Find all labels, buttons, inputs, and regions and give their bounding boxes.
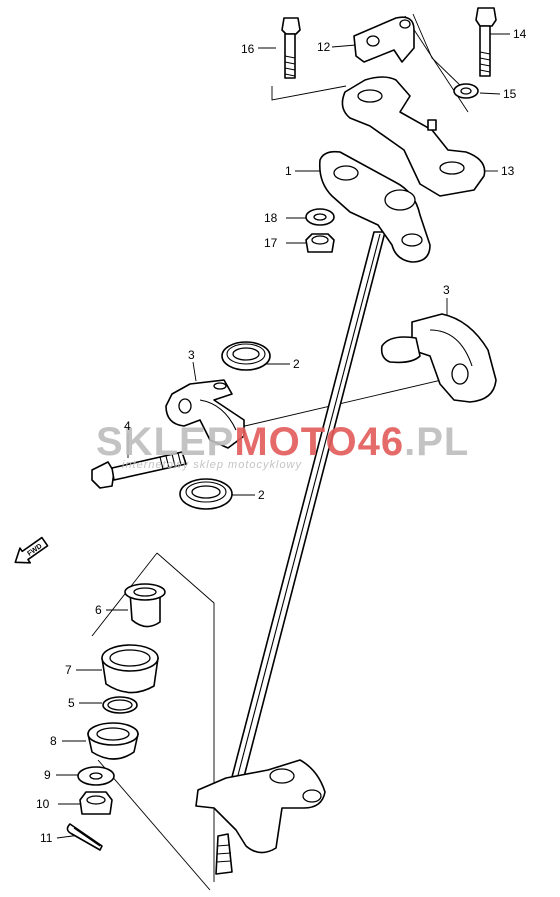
callout-labels: 16 12 14 15 1 13 18 17 3 3 2 2 4 6 7 5 8… xyxy=(36,27,527,845)
callout-2-upper: 2 xyxy=(293,357,300,371)
nut-17 xyxy=(305,233,335,253)
watermark-part-moto: MOTO xyxy=(234,420,357,464)
cushion-2-lower xyxy=(179,478,233,510)
bearing-7 xyxy=(101,644,159,694)
callout-11: 11 xyxy=(40,831,53,845)
callout-3-upper: 3 xyxy=(443,283,450,297)
cushion-2-upper xyxy=(221,341,271,371)
bolt-16 xyxy=(281,17,301,79)
watermark-part-pl: .PL xyxy=(404,420,469,464)
callout-15: 15 xyxy=(503,87,517,101)
svg-text:SKLEPMOTO46.PL: SKLEPMOTO46.PL xyxy=(96,420,469,464)
washer-18 xyxy=(305,208,335,226)
handlebar-holder-lower xyxy=(165,379,245,449)
dust-seal-6 xyxy=(124,583,166,628)
washer-5 xyxy=(102,696,138,714)
callout-5: 5 xyxy=(68,696,75,710)
callout-14: 14 xyxy=(513,27,527,41)
washer-15 xyxy=(453,83,479,99)
watermark: SKLEPMOTO46.PL internetowy sklep motocyk… xyxy=(96,420,469,471)
fwd-arrow: FWD xyxy=(14,536,49,564)
upper-bracket xyxy=(341,76,486,197)
callout-6: 6 xyxy=(95,603,102,617)
callout-7: 7 xyxy=(65,663,72,677)
callout-18: 18 xyxy=(264,211,278,225)
callout-10: 10 xyxy=(36,797,50,811)
callout-8: 8 xyxy=(50,734,57,748)
callout-4: 4 xyxy=(124,419,131,433)
callout-17: 17 xyxy=(264,236,278,250)
leader-lines xyxy=(56,33,510,839)
watermark-part-sklep: SKLEP xyxy=(96,420,234,464)
watermark-part-46: 46 xyxy=(358,420,405,464)
callout-1: 1 xyxy=(285,164,292,178)
cotter-pin-11 xyxy=(66,823,103,851)
top-clamp xyxy=(353,16,415,63)
steering-stem xyxy=(195,150,431,875)
callout-12: 12 xyxy=(317,40,331,54)
watermark-tagline: internetowy sklep motocyklowy xyxy=(122,459,303,471)
nut-10 xyxy=(79,791,113,815)
bolt-4 xyxy=(91,451,187,489)
callout-13: 13 xyxy=(501,164,515,178)
callout-2-lower: 2 xyxy=(258,488,265,502)
bearing-8 xyxy=(87,722,139,760)
washer-9 xyxy=(77,766,115,786)
handlebar-holder-upper xyxy=(380,313,497,403)
callout-9: 9 xyxy=(44,768,51,782)
callout-16: 16 xyxy=(241,42,255,56)
bolt-14 xyxy=(475,7,497,77)
callout-3-lower: 3 xyxy=(188,348,195,362)
